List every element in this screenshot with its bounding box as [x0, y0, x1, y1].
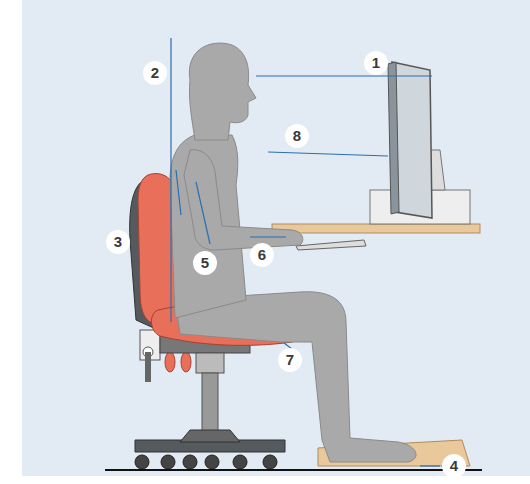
- leader-lines: [171, 38, 440, 466]
- desk: [272, 224, 480, 233]
- keyboard: [296, 240, 366, 250]
- callout-number: 7: [278, 348, 302, 372]
- chair-base-hub: [180, 430, 240, 442]
- chair-lever: [181, 352, 191, 372]
- casters: [135, 455, 277, 469]
- callout-circles: [106, 51, 466, 478]
- gas-column: [202, 373, 218, 433]
- callout-number: 6: [250, 243, 274, 267]
- callout-number: 3: [106, 230, 130, 254]
- seated-person: [170, 43, 416, 462]
- monitor-screen-edge: [388, 62, 399, 214]
- callout-number: 2: [143, 61, 167, 85]
- chair-lever: [145, 352, 151, 382]
- gas-column: [196, 353, 224, 373]
- callout-number: 5: [193, 251, 217, 275]
- floor-line: [105, 469, 482, 471]
- callout-number: 4: [442, 454, 466, 478]
- chair-lever: [165, 352, 175, 372]
- callout-number: 8: [285, 124, 309, 148]
- panel-background: [22, 0, 530, 476]
- callout-number: 1: [364, 51, 388, 75]
